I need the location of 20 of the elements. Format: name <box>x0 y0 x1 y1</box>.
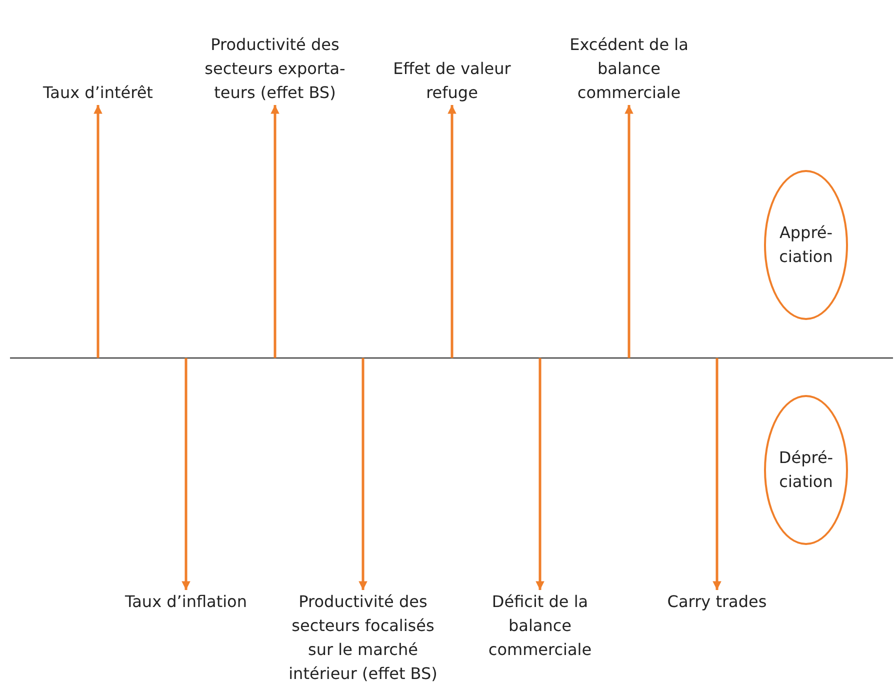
factor-label: Déficit de la balance commerciale <box>475 590 605 662</box>
arrow <box>182 358 190 590</box>
ellipse-label: Appré-ciation <box>778 222 834 268</box>
ellipse-node <box>764 170 848 320</box>
factor-label: Productivité des secteurs focalisés sur le marché intérieur (effet BS) <box>278 590 448 686</box>
factor-label: Effet de valeur refuge <box>382 57 522 105</box>
arrow <box>712 358 722 590</box>
ellipse-node <box>764 395 848 545</box>
factor-label: Taux d’intérêt <box>23 81 173 105</box>
factor-label: Excédent de la balance commerciale <box>559 33 699 105</box>
factor-label: Productivité des secteurs exporta-teurs (effet BS) <box>195 33 355 105</box>
arrow <box>448 105 456 358</box>
arrow <box>270 105 280 358</box>
arrow <box>536 358 544 590</box>
arrow <box>94 105 102 358</box>
arrow <box>624 105 634 358</box>
factor-label: Carry trades <box>647 590 787 614</box>
arrow <box>358 358 368 590</box>
factor-label: Taux d’inflation <box>106 590 266 614</box>
ellipse-label: Dépré-ciation <box>778 447 834 493</box>
